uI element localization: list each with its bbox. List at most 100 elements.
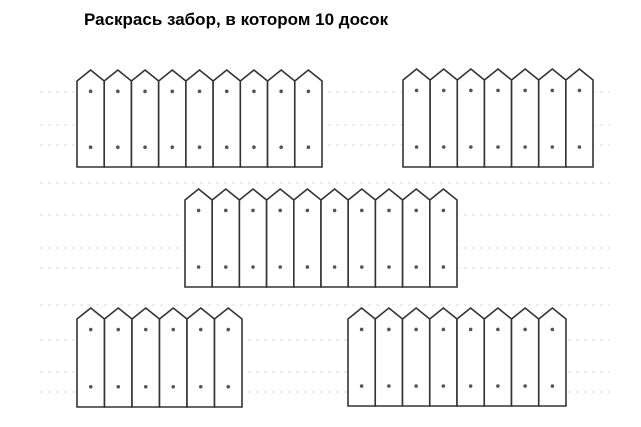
nail-dot: [360, 208, 364, 213]
fence-board[interactable]: [239, 68, 269, 168]
fence-board[interactable]: [429, 67, 459, 168]
fence-board[interactable]: [293, 68, 323, 168]
fence-10-boards[interactable]: [184, 187, 458, 288]
fence-board[interactable]: [76, 306, 106, 408]
nail-dot: [441, 208, 446, 213]
nail-dot: [332, 208, 337, 213]
nail-dot: [224, 89, 229, 94]
fence-board[interactable]: [238, 187, 268, 288]
fence-board[interactable]: [103, 306, 133, 408]
nail-dot: [441, 384, 446, 388]
nail-dot: [468, 327, 473, 332]
nail-dot: [441, 145, 446, 149]
fence-board[interactable]: [130, 68, 160, 168]
fence-board[interactable]: [292, 187, 322, 288]
nail-dot: [387, 327, 391, 332]
fence-board[interactable]: [456, 67, 486, 168]
nail-dot: [523, 384, 527, 388]
fence-board[interactable]: [184, 187, 213, 288]
nail-dot: [387, 208, 391, 213]
nail-dot: [550, 384, 555, 388]
fence-board[interactable]: [483, 67, 513, 168]
fence-board[interactable]: [347, 306, 377, 407]
fence-board[interactable]: [401, 306, 431, 407]
fence-board[interactable]: [186, 306, 216, 408]
nail-dot: [251, 265, 255, 269]
fence-board[interactable]: [374, 306, 404, 407]
fence-board[interactable]: [483, 306, 513, 407]
fence-9-boards[interactable]: [76, 68, 323, 168]
fence-board[interactable]: [347, 187, 377, 288]
fence-board[interactable]: [157, 68, 187, 168]
nail-dot: [523, 88, 527, 93]
nail-dot: [116, 384, 121, 389]
nail-dot: [496, 327, 500, 332]
fence-8-boards[interactable]: [347, 306, 567, 407]
fence-board[interactable]: [158, 306, 188, 408]
fence-6-boards[interactable]: [76, 306, 243, 408]
nail-dot: [414, 88, 419, 93]
fence-board[interactable]: [320, 187, 350, 288]
nail-dot: [88, 145, 93, 150]
fence-board[interactable]: [428, 306, 458, 407]
nail-dot: [224, 265, 228, 269]
nail-dot: [88, 384, 93, 389]
nail-dot: [116, 89, 120, 94]
nail-dot: [278, 265, 283, 269]
nail-dot: [224, 208, 228, 213]
fence-board[interactable]: [537, 306, 567, 407]
fence-board[interactable]: [131, 306, 161, 408]
nail-dot: [577, 145, 582, 149]
fence-board[interactable]: [266, 68, 296, 168]
nail-dot: [88, 89, 93, 94]
nail-dot: [414, 208, 419, 213]
nail-dot: [550, 327, 555, 332]
nail-dot: [496, 384, 500, 388]
nail-dot: [523, 145, 527, 149]
fence-board[interactable]: [401, 187, 431, 288]
nail-dot: [441, 88, 446, 93]
fence-board[interactable]: [537, 67, 567, 168]
nail-dot: [496, 145, 500, 149]
nail-dot: [252, 145, 256, 150]
nail-dot: [577, 88, 582, 93]
nail-dot: [197, 89, 202, 94]
nail-dot: [441, 327, 446, 332]
nail-dot: [143, 327, 148, 332]
nail-dot: [279, 89, 283, 94]
nail-dot: [143, 145, 147, 150]
nail-dot: [196, 265, 201, 269]
nail-dot: [143, 89, 147, 94]
fence-board[interactable]: [510, 67, 540, 168]
nail-dot: [226, 384, 231, 389]
fence-board[interactable]: [374, 187, 404, 288]
nail-dot: [359, 384, 364, 388]
fence-board[interactable]: [510, 306, 540, 407]
nail-dot: [387, 265, 391, 269]
fence-board[interactable]: [211, 187, 241, 288]
nail-dot: [306, 89, 311, 94]
fence-board[interactable]: [76, 68, 106, 168]
fence-board[interactable]: [265, 187, 295, 288]
fence-board[interactable]: [103, 68, 133, 168]
nail-dot: [523, 327, 527, 332]
nail-dot: [414, 265, 419, 269]
fence-board[interactable]: [428, 187, 458, 288]
fence-board[interactable]: [456, 306, 486, 407]
nail-dot: [305, 265, 310, 269]
fence-board[interactable]: [565, 67, 594, 168]
nail-dot: [224, 145, 229, 150]
fence-7-boards[interactable]: [402, 67, 594, 168]
nail-dot: [550, 88, 555, 93]
nail-dot: [414, 145, 419, 149]
nail-dot: [387, 384, 391, 388]
fence-board[interactable]: [212, 68, 242, 168]
nail-dot: [305, 208, 310, 213]
nail-dot: [170, 89, 175, 94]
nail-dot: [469, 145, 473, 149]
fence-board[interactable]: [213, 306, 243, 408]
fence-board[interactable]: [402, 67, 431, 168]
fence-board[interactable]: [185, 68, 214, 168]
nail-dot: [198, 327, 203, 332]
nail-dot: [226, 327, 231, 332]
